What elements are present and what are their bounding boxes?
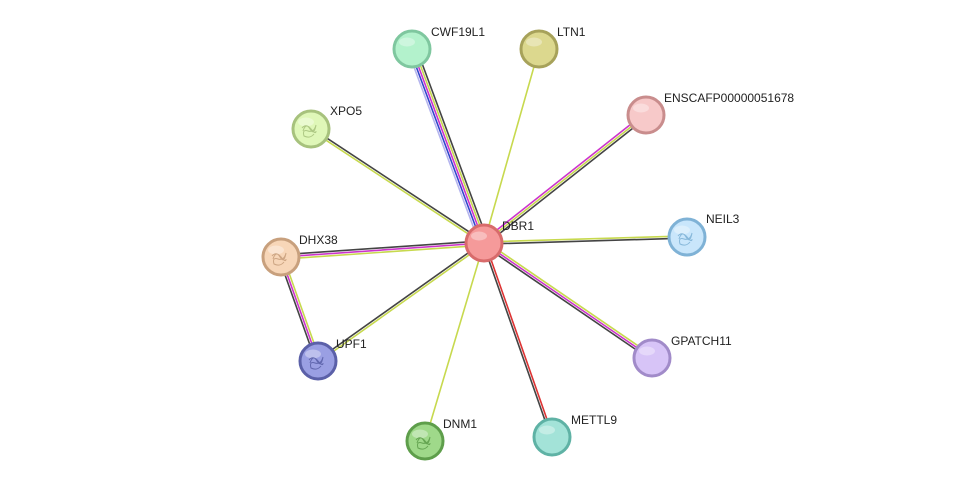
node-circle[interactable] xyxy=(532,417,572,457)
node-cwf19l1[interactable]: CWF19L1 xyxy=(392,25,485,69)
node-circle[interactable] xyxy=(632,338,672,378)
edge-dbr1-upf1[interactable] xyxy=(316,241,486,363)
edge-evidence-line xyxy=(407,49,481,246)
node-dhx38[interactable]: DHX38 xyxy=(261,233,338,277)
node-label: ENSCAFP00000051678 xyxy=(664,91,794,105)
edge-evidence-line xyxy=(411,48,485,244)
node-mettl9[interactable]: METTL9 xyxy=(532,413,617,457)
node-highlight xyxy=(471,231,487,241)
edge-layer xyxy=(278,46,688,442)
edge-dbr1-neil3[interactable] xyxy=(483,235,688,245)
structure-path xyxy=(677,232,693,246)
node-ltn1[interactable]: LTN1 xyxy=(519,25,586,69)
node-dnm1[interactable]: DNM1 xyxy=(405,417,477,461)
structure-icon xyxy=(308,356,324,370)
node-highlight xyxy=(298,117,314,127)
node-highlight xyxy=(639,346,655,356)
node-enscafp00000051678[interactable]: ENSCAFP00000051678 xyxy=(626,91,794,135)
structure-icon xyxy=(271,252,287,266)
node-highlight xyxy=(633,103,649,113)
node-circle[interactable] xyxy=(519,29,559,69)
edge-dbr1-cwf19l1[interactable] xyxy=(407,46,489,246)
structure-path xyxy=(308,356,324,370)
edge-evidence-line xyxy=(483,242,653,359)
edge-evidence-line xyxy=(413,47,487,244)
edge-dbr1-ltn1[interactable] xyxy=(483,48,540,244)
edge-evidence-line xyxy=(280,240,485,256)
edge-evidence-line xyxy=(483,235,688,243)
node-label: METTL9 xyxy=(571,413,617,427)
node-label: GPATCH11 xyxy=(671,334,732,348)
node-neil3[interactable]: NEIL3 xyxy=(667,212,740,257)
edge-evidence-line xyxy=(482,242,552,439)
node-highlight xyxy=(526,37,542,47)
structure-icon xyxy=(301,124,317,138)
edge-evidence-line xyxy=(280,242,485,258)
edge-evidence-line xyxy=(415,46,489,243)
edge-dbr1-mettl9[interactable] xyxy=(482,241,554,439)
edge-evidence-line xyxy=(484,241,554,438)
edge-evidence-line xyxy=(309,129,485,245)
node-label: DNM1 xyxy=(443,417,477,431)
edge-dbr1-dnm1[interactable] xyxy=(424,242,485,442)
edge-evidence-line xyxy=(483,114,647,244)
node-layer: DBR1 CWF19L1 LTN1ENSCAFP00000051678XPO5NEI… xyxy=(261,25,794,461)
edge-evidence-line xyxy=(424,242,485,442)
node-circle[interactable] xyxy=(392,29,432,69)
node-circle[interactable] xyxy=(626,95,666,135)
node-label: DBR1 xyxy=(502,219,534,233)
structure-icon xyxy=(677,232,693,246)
edge-evidence-line xyxy=(317,243,486,363)
structure-path xyxy=(301,124,317,138)
node-highlight xyxy=(399,37,415,47)
node-highlight xyxy=(305,349,321,359)
edge-evidence-line xyxy=(310,127,486,243)
edge-evidence-line xyxy=(484,240,655,357)
edge-evidence-line xyxy=(481,112,646,243)
node-upf1[interactable]: UPF1 xyxy=(298,337,367,381)
edge-evidence-line xyxy=(280,244,485,260)
node-label: DHX38 xyxy=(299,233,338,247)
edge-evidence-line xyxy=(409,48,483,245)
node-label: UPF1 xyxy=(336,337,367,351)
node-xpo5[interactable]: XPO5 xyxy=(291,104,362,149)
node-highlight xyxy=(539,425,555,435)
node-label: CWF19L1 xyxy=(431,25,485,39)
structure-path xyxy=(271,252,287,266)
edge-dbr1-xpo5[interactable] xyxy=(309,127,486,245)
node-highlight xyxy=(674,225,690,235)
node-circle[interactable] xyxy=(464,223,504,263)
edge-evidence-line xyxy=(481,244,652,361)
node-highlight xyxy=(412,429,428,439)
node-dbr1[interactable]: DBR1 xyxy=(464,219,534,263)
edge-dbr1-dhx38[interactable] xyxy=(280,240,485,260)
edge-dbr1-gpatch11[interactable] xyxy=(481,240,655,361)
edge-evidence-line xyxy=(483,48,540,244)
structure-path xyxy=(415,436,431,450)
node-highlight xyxy=(268,245,284,255)
edge-evidence-line xyxy=(484,115,649,246)
node-label: XPO5 xyxy=(330,104,362,118)
node-gpatch11[interactable]: GPATCH11 xyxy=(632,334,732,378)
edge-evidence-line xyxy=(316,241,485,361)
node-label: LTN1 xyxy=(557,25,586,39)
structure-icon xyxy=(415,436,431,450)
edge-evidence-line xyxy=(483,237,688,245)
node-label: NEIL3 xyxy=(706,212,740,226)
edge-dbr1-enscafp00000051678[interactable] xyxy=(481,112,649,246)
